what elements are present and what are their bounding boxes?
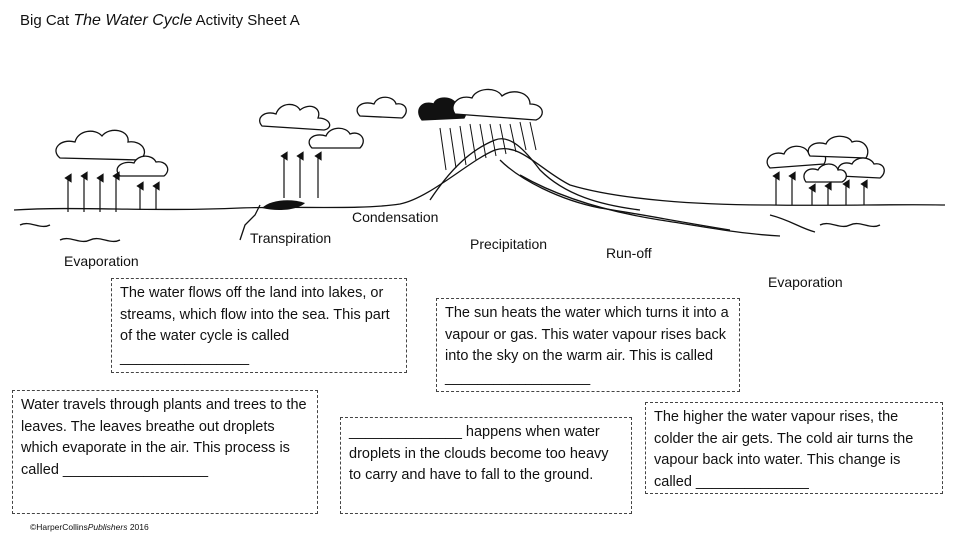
mountain <box>429 138 641 211</box>
wave-left <box>59 237 121 243</box>
runoff-question-box: The water flows off the land into lakes,… <box>111 278 407 373</box>
rain-lines <box>439 121 537 171</box>
plant-canopy <box>262 200 305 211</box>
condensation-question-box: The higher the water vapour rises, the c… <box>645 402 943 494</box>
copyright-footer: ©HarperCollinsPublishers 2016 <box>30 522 149 532</box>
precipitation-question-text: ______________ happens when water drople… <box>349 424 609 483</box>
wave-right <box>819 222 881 228</box>
label-transpiration: Transpiration <box>250 230 332 246</box>
title-italic: The Water Cycle <box>73 12 193 29</box>
label-runoff: Run-off <box>606 245 652 261</box>
label-precipitation: Precipitation <box>470 236 548 252</box>
label-condensation: Condensation <box>352 209 439 225</box>
page-title: Big Cat The Water Cycle Activity Sheet A <box>20 12 300 30</box>
river-bank <box>519 174 781 237</box>
evaporation-arrows <box>64 151 868 212</box>
shore <box>769 214 816 233</box>
label-evaporation-right: Evaporation <box>768 274 843 290</box>
copyright-prefix: ©HarperCollins <box>30 522 88 532</box>
river <box>499 159 731 231</box>
clouds-right <box>766 135 885 183</box>
plant-stem <box>239 204 261 241</box>
evaporation-question-text: The sun heats the water which turns it i… <box>445 305 729 386</box>
title-suffix: Activity Sheet A <box>195 12 300 29</box>
precipitation-question-box: ______________ happens when water drople… <box>340 417 632 514</box>
title-prefix: Big Cat <box>20 12 70 29</box>
transpiration-question-text: Water travels through plants and trees t… <box>21 397 307 478</box>
clouds-left <box>55 96 407 177</box>
evaporation-question-box: The sun heats the water which turns it i… <box>436 298 740 392</box>
condensation-question-text: The higher the water vapour rises, the c… <box>654 409 914 490</box>
wave-left-2 <box>19 222 51 228</box>
label-evaporation-left: Evaporation <box>64 253 139 269</box>
runoff-question-text: The water flows off the land into lakes,… <box>120 285 390 366</box>
rain-cloud <box>418 88 543 121</box>
copyright-italic: Publishers <box>87 522 128 532</box>
transpiration-question-box: Water travels through plants and trees t… <box>12 390 318 514</box>
water-cycle-illustration <box>13 88 946 243</box>
copyright-suffix: 2016 <box>127 522 149 532</box>
